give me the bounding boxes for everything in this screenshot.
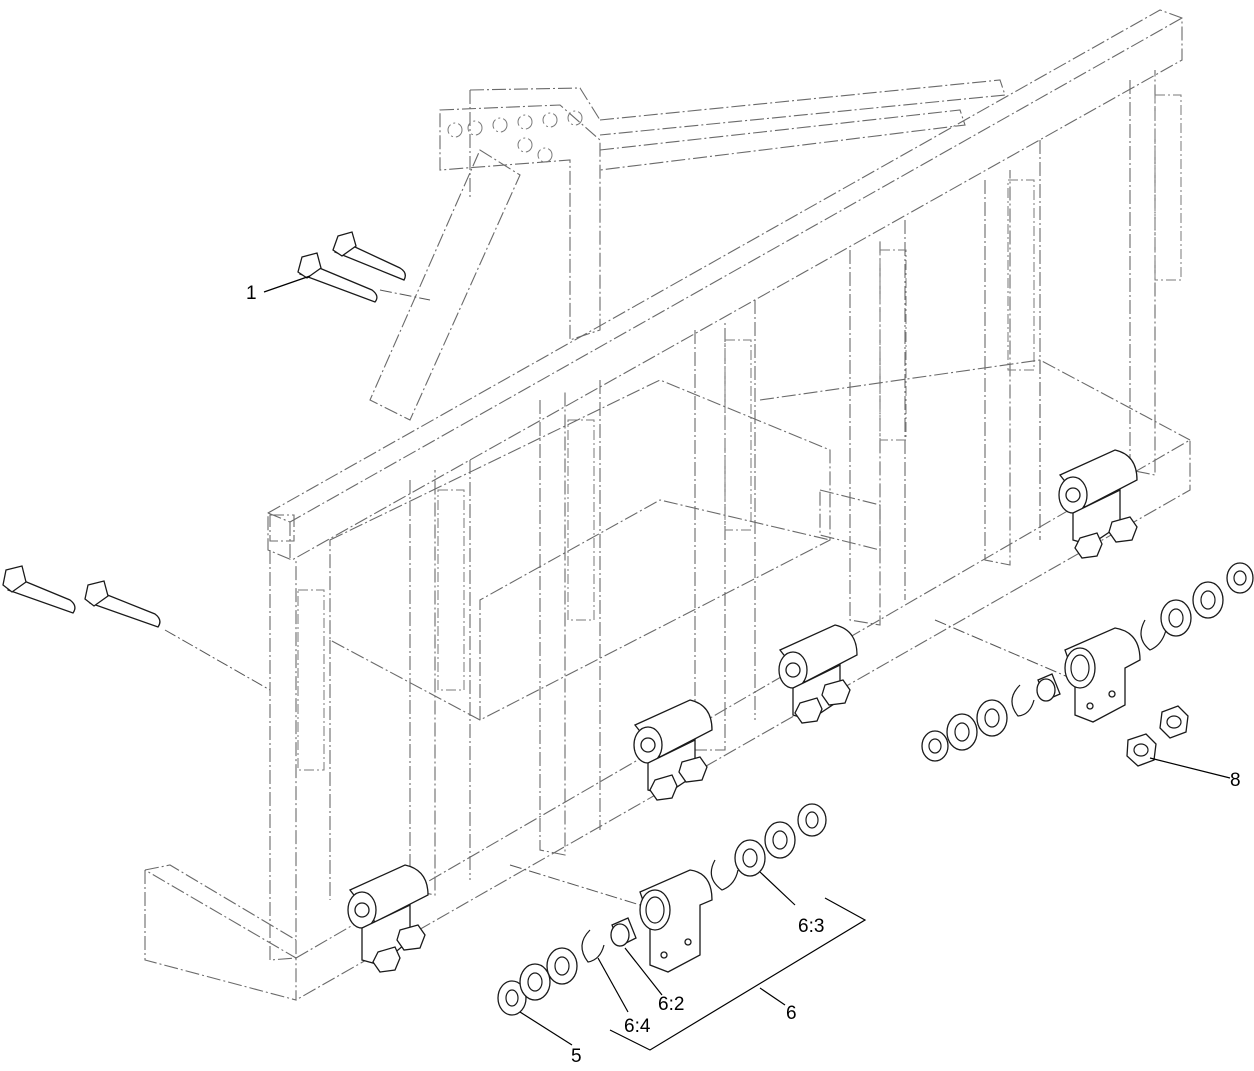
snap-ring-icon bbox=[1011, 684, 1035, 717]
snap-ring-icon bbox=[581, 929, 605, 963]
callout-1: 1 bbox=[246, 283, 257, 304]
lock-nut-icon bbox=[1159, 705, 1189, 739]
callout-6-2: 6:2 bbox=[658, 994, 684, 1015]
mounted-rollers bbox=[347, 449, 1138, 973]
spacer-icon bbox=[519, 963, 551, 1001]
washer-icon bbox=[921, 730, 949, 762]
washer-icon bbox=[797, 803, 827, 837]
spacer-icon bbox=[734, 839, 766, 877]
exploded-assembly-right bbox=[921, 562, 1254, 767]
spacer-icon bbox=[546, 947, 578, 985]
callout-6-3: 6:3 bbox=[798, 916, 824, 937]
leader-6-4 bbox=[597, 957, 629, 1013]
roller-assembly-mid-left bbox=[633, 699, 713, 801]
callout-8: 8 bbox=[1230, 770, 1241, 791]
bolts-upper bbox=[297, 231, 406, 303]
roller-assembly-right bbox=[1058, 449, 1138, 559]
callout-6: 6 bbox=[786, 1003, 797, 1024]
bolt-icon bbox=[332, 231, 406, 281]
spacer-icon bbox=[976, 699, 1008, 737]
leader-5 bbox=[519, 1011, 573, 1046]
roller-assembly-mid-right bbox=[778, 624, 858, 724]
roller-housing-icon bbox=[639, 869, 713, 973]
leader-lines bbox=[263, 275, 1231, 1051]
leader-6-3 bbox=[759, 871, 796, 906]
bolt-icon bbox=[84, 580, 161, 628]
spacer-icon bbox=[946, 713, 978, 751]
washer-icon bbox=[497, 980, 527, 1016]
snap-ring-icon bbox=[710, 859, 739, 891]
bracket-6 bbox=[609, 897, 867, 1051]
ghost-frame bbox=[144, 9, 1191, 1001]
callout-labels: 1 5 6 6:2 6:3 6:4 8 bbox=[246, 283, 1241, 1067]
bushing-icon bbox=[1036, 673, 1061, 702]
roller-assembly-left bbox=[347, 864, 429, 973]
snap-ring-icon bbox=[1140, 619, 1167, 651]
leader-6-2 bbox=[624, 947, 663, 996]
washer-icon bbox=[1226, 562, 1254, 594]
spacer-icon bbox=[764, 821, 796, 859]
exploded-assembly-front bbox=[497, 803, 827, 1016]
spacer-icon bbox=[1192, 581, 1224, 619]
lock-nut-icon bbox=[1126, 733, 1157, 767]
spacer-icon bbox=[1160, 599, 1192, 637]
bolt-icon bbox=[297, 252, 378, 303]
leader-8 bbox=[1149, 757, 1231, 779]
roller-housing-icon bbox=[1064, 627, 1141, 723]
leader-6 bbox=[759, 987, 786, 1006]
bolt-icon bbox=[2, 565, 76, 614]
callout-6-4: 6:4 bbox=[624, 1016, 651, 1037]
callout-5: 5 bbox=[571, 1046, 582, 1067]
leader-1 bbox=[263, 275, 311, 293]
bolts-lower-left bbox=[2, 565, 161, 628]
bushing-icon bbox=[610, 917, 637, 947]
